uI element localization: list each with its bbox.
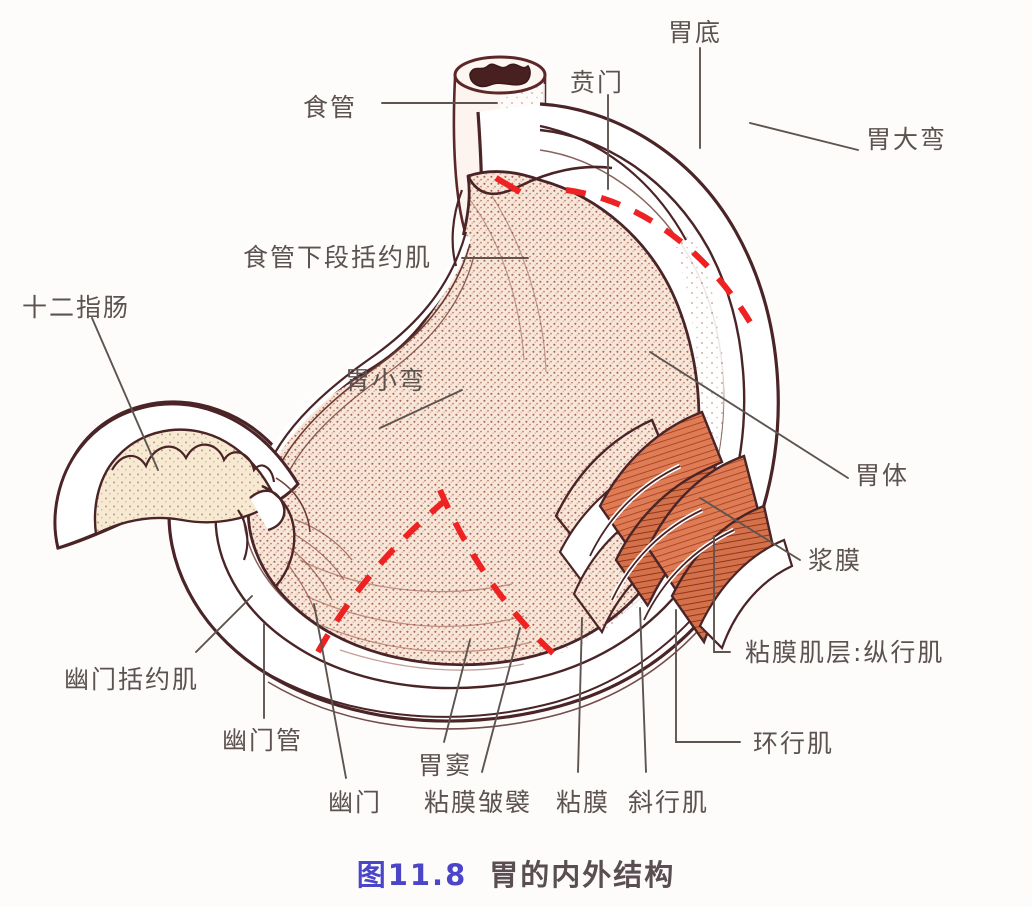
label-mucosal-folds: 粘膜皱襞 [424, 788, 533, 817]
label-greater-curvature: 胃大弯 [866, 125, 948, 154]
figure-number: 图11.8 [356, 858, 468, 892]
leader-lines [91, 47, 859, 779]
label-lower-esophageal-sphincter: 食管下段括约肌 [243, 243, 433, 272]
label-mucosa: 粘膜 [556, 788, 611, 817]
label-pylorus: 幽门 [328, 788, 383, 817]
figure-title: 胃的内外结构 [489, 858, 676, 892]
figure-caption: 图11.8 胃的内外结构 [0, 852, 1032, 894]
label-esophagus: 食管 [303, 93, 358, 122]
label-body-of-stomach: 胃体 [855, 461, 910, 490]
cardia-junction [451, 124, 687, 267]
label-lesser-curvature: 胃小弯 [345, 366, 427, 395]
lesser-curvature-channel [252, 231, 475, 499]
label-cardia: 贲门 [570, 68, 625, 97]
label-circular-muscle: 环行肌 [753, 729, 835, 758]
region-boundary-dashed-lines [315, 175, 753, 659]
label-fundus: 胃底 [668, 18, 723, 47]
pyloric-sphincter-region [261, 477, 353, 621]
label-serosa: 浆膜 [808, 546, 863, 575]
label-pyloric-canal: 幽门管 [222, 726, 304, 755]
muscle-layers-cutaway [554, 410, 794, 651]
label-pyloric-sphincter: 幽门括约肌 [64, 665, 200, 694]
duodenum-structure [53, 402, 300, 561]
label-duodenum: 十二指肠 [22, 293, 131, 322]
label-oblique-muscle: 斜行肌 [628, 788, 710, 817]
label-muscularis-mucosae-longitudinal: 粘膜肌层:纵行肌 [745, 638, 945, 667]
label-gastric-antrum: 胃窦 [418, 751, 473, 780]
